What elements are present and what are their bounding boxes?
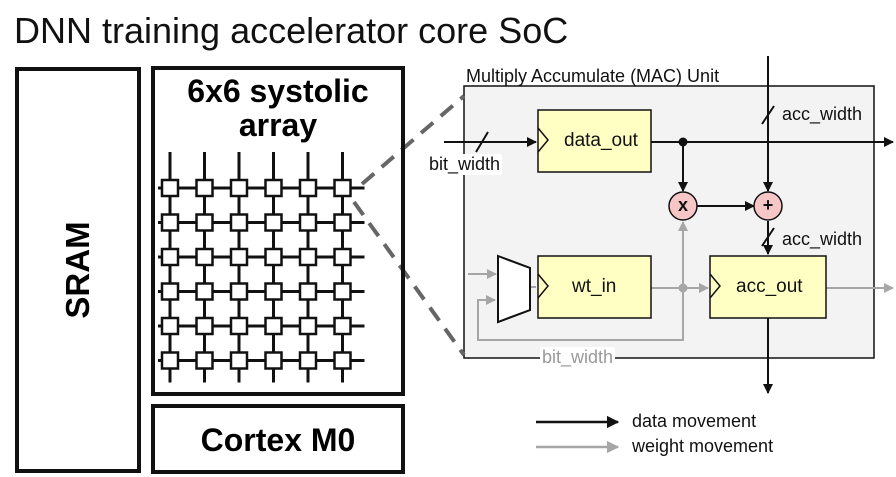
top-acc-width-label: acc_width	[782, 104, 863, 124]
processing-element	[264, 316, 283, 336]
multiply-symbol: x	[677, 195, 689, 216]
acc-out-register	[709, 255, 827, 319]
processing-element	[229, 178, 249, 198]
processing-element	[229, 351, 249, 370]
processing-element	[160, 213, 180, 232]
processing-element	[195, 247, 214, 267]
data-out-clock-icon	[537, 127, 549, 153]
processing-element	[195, 282, 214, 301]
systolic-grid	[158, 152, 365, 383]
processing-element	[160, 247, 180, 267]
processing-element	[298, 247, 318, 267]
legend-data-label: data movement	[632, 411, 757, 431]
add-op-circle	[753, 191, 783, 221]
processing-element	[160, 351, 180, 370]
page-title: DNN training accelerator core SoC	[14, 10, 569, 51]
processing-element	[333, 316, 352, 336]
acc-out-clock-icon	[709, 273, 721, 299]
processing-element	[298, 213, 318, 232]
acc-width-slash-mid	[761, 227, 775, 247]
systolic-array-title-line2: array	[238, 107, 318, 143]
bit-width-slash-input	[475, 131, 489, 153]
sram-label: SRAM	[59, 221, 96, 319]
processing-element	[160, 282, 180, 301]
data-out-register	[537, 109, 652, 173]
processing-element	[229, 247, 249, 267]
processing-element	[229, 213, 249, 232]
processing-element	[333, 351, 352, 370]
systolic-array-title-line1: 6x6 systolic	[187, 73, 369, 109]
processing-element	[195, 351, 214, 370]
weight-mux	[497, 254, 531, 324]
acc-width-slash-top	[761, 105, 775, 125]
processing-element	[229, 316, 249, 336]
processing-element	[160, 316, 180, 336]
processing-element	[195, 213, 214, 232]
processing-element	[195, 316, 214, 336]
processing-element	[333, 282, 352, 301]
systolic-array-title: 6x6 systolic array	[155, 74, 401, 142]
multiply-op-circle	[668, 191, 698, 221]
input-bit-width-label: bit_width	[427, 154, 503, 175]
mac-unit-title: Multiply Accumulate (MAC) Unit	[466, 66, 720, 86]
processing-element	[333, 178, 352, 198]
zoom-line-top	[360, 94, 466, 186]
systolic-array-block: 6x6 systolic array	[151, 66, 405, 396]
processing-element	[298, 282, 318, 301]
processing-element	[298, 351, 318, 370]
processing-element	[264, 351, 283, 370]
mid-acc-width-label: acc_width	[782, 229, 863, 249]
processing-element	[264, 178, 283, 198]
wt-in-register	[537, 255, 652, 319]
sram-block: SRAM	[15, 67, 141, 473]
add-symbol: +	[762, 195, 774, 216]
processing-element	[264, 247, 283, 267]
processing-element	[333, 213, 352, 232]
wt-in-clock-icon	[537, 273, 549, 299]
acc-out-label: acc_out	[736, 276, 803, 297]
processing-element	[333, 247, 352, 267]
processing-element	[160, 178, 180, 198]
processing-element	[298, 316, 318, 336]
processing-element	[264, 282, 283, 301]
processing-element	[264, 213, 283, 232]
feedback-bit-width-label: bit_width	[540, 347, 616, 368]
processing-element	[298, 178, 318, 198]
zoom-line-bottom	[352, 200, 466, 357]
legend-weight-label: weight movement	[632, 436, 774, 456]
weight-feedback-loop	[477, 288, 684, 341]
cortex-m0-label: Cortex M0	[200, 422, 356, 458]
data-out-label: data_out	[564, 130, 638, 151]
processing-element	[229, 282, 249, 301]
wt-in-label: wt_in	[572, 276, 617, 297]
processing-element	[195, 178, 214, 198]
cortex-m0-block: Cortex M0	[151, 404, 405, 474]
